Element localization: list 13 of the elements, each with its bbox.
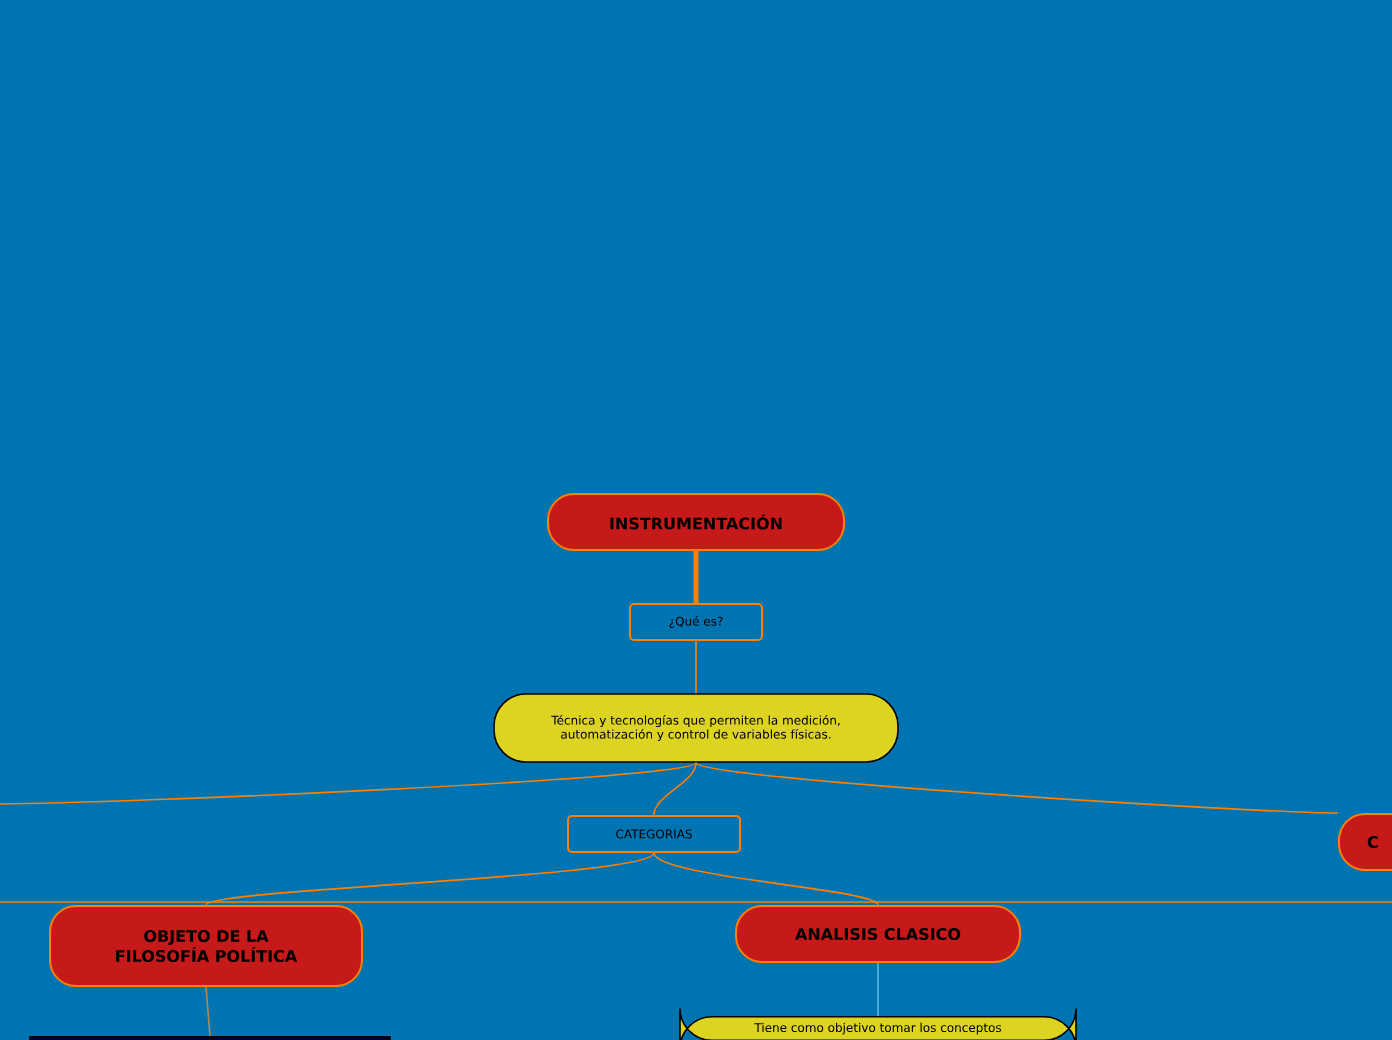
- connector: [695, 640, 697, 694]
- connector: [205, 852, 655, 906]
- topic-box: INSTRUMENTACIÓN: [547, 493, 845, 551]
- topic-box: C: [1338, 813, 1392, 871]
- connector: [653, 762, 697, 816]
- topic-box: ANALISIS CLASICO: [735, 905, 1021, 963]
- connector: [0, 762, 697, 805]
- connector: [205, 986, 211, 1037]
- connector: [693, 551, 699, 603]
- topic-box: OBJETO DE LA FILOSOFÍA POLÍTICA: [49, 905, 363, 987]
- connector: [877, 962, 879, 1017]
- connector: [695, 762, 1339, 814]
- connector: [653, 852, 879, 906]
